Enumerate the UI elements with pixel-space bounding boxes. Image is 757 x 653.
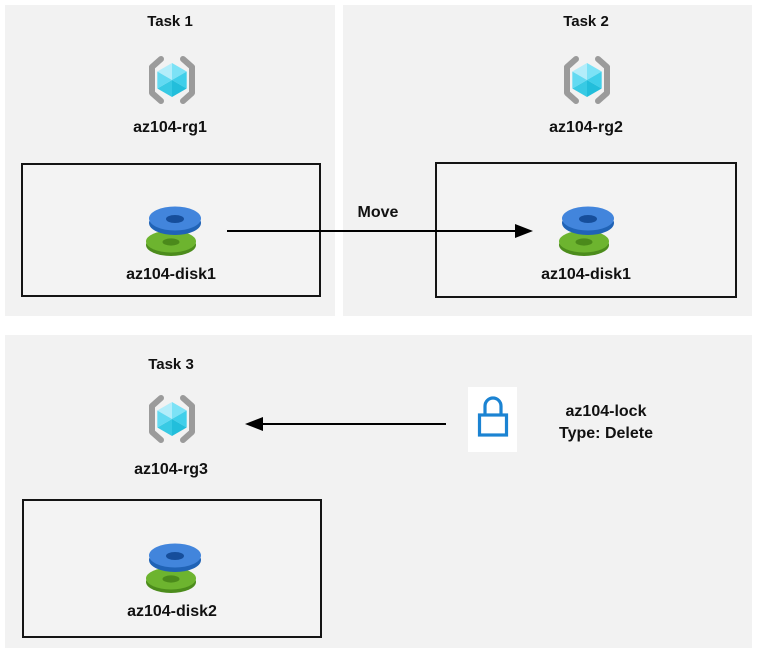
task1-resource-group-label: az104-rg1 bbox=[133, 119, 207, 136]
task1-title: Task 1 bbox=[147, 13, 193, 30]
managed-disk-icon bbox=[555, 198, 619, 263]
task1-panel: Task 1 az104-rg1 bbox=[5, 5, 335, 316]
task3-disk-label: az104-disk2 bbox=[127, 603, 217, 620]
task2-title: Task 2 bbox=[563, 13, 609, 30]
task2-panel: Task 2 az104-rg2 bbox=[343, 5, 752, 316]
resource-group-icon bbox=[142, 53, 202, 114]
lock-type: Type: Delete bbox=[559, 425, 653, 442]
lock-name: az104-lock bbox=[565, 403, 647, 420]
managed-disk-icon bbox=[142, 198, 206, 263]
task3-panel: Task 3 az104-rg3 bbox=[5, 335, 752, 648]
managed-disk-icon bbox=[142, 535, 206, 600]
lock-caption: az104-lock Type: Delete bbox=[520, 401, 692, 445]
task2-disk-box: az104-disk1 bbox=[435, 162, 737, 298]
task2-disk-label: az104-disk1 bbox=[541, 266, 631, 283]
resource-group-icon bbox=[557, 53, 617, 114]
lock-icon bbox=[474, 392, 512, 447]
task1-disk-label: az104-disk1 bbox=[126, 266, 216, 283]
task2-resource-group-label: az104-rg2 bbox=[549, 119, 623, 136]
lock-tile bbox=[468, 387, 517, 452]
task1-disk-box: az104-disk1 bbox=[21, 163, 321, 297]
task3-resource-group-label: az104-rg3 bbox=[134, 461, 208, 478]
move-arrow-label: Move bbox=[357, 204, 399, 221]
task3-disk-box: az104-disk2 bbox=[22, 499, 322, 638]
task3-title: Task 3 bbox=[148, 356, 194, 373]
resource-group-icon bbox=[142, 392, 202, 453]
